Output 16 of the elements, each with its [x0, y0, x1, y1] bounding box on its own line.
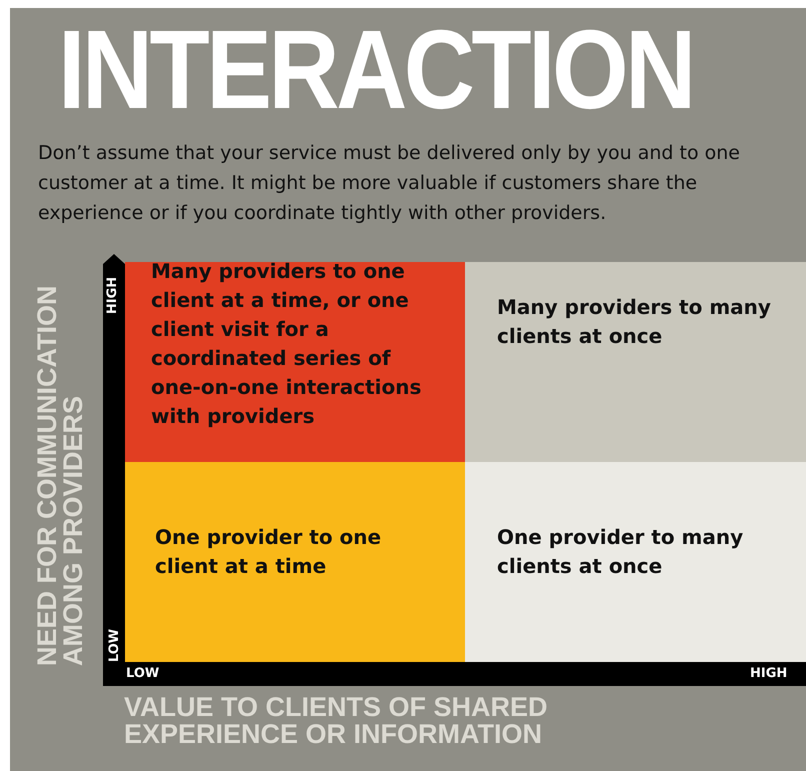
quadrant-text: One provider to many clients at once [497, 524, 744, 580]
axis-tick-label: HIGH [750, 666, 788, 681]
quadrant-box [465, 262, 806, 462]
axis-tick-label: HIGH [105, 276, 120, 314]
quadrant-box [465, 462, 806, 662]
axis-title: NEED FOR COMMUNICATION AMONG PROVIDERS [34, 284, 86, 666]
quadrant-text: Many providers to many clients at once [497, 294, 772, 350]
axis-tick-label: LOW [126, 666, 160, 681]
title: INTERACTION [58, 6, 693, 134]
quadrant-box [125, 262, 465, 462]
axis-tick-label: LOW [107, 628, 122, 662]
quadrant-box [125, 462, 465, 662]
quadrant-text: Many providers to one client at a time, or one client visit for a coordinated series of one-on-one interactions with providers [151, 258, 422, 430]
quadrant-text: One provider to one client at a time [155, 524, 382, 580]
intro-paragraph: Don’t assume that your service must be delivered only by you and to one customer at a time. It might be more valuable if customers share the experience or if you coordinate tightly with other providers. [38, 141, 741, 226]
axis-title: VALUE TO CLIENTS OF SHARED EXPERIENCE OR INFORMATION [124, 694, 549, 748]
